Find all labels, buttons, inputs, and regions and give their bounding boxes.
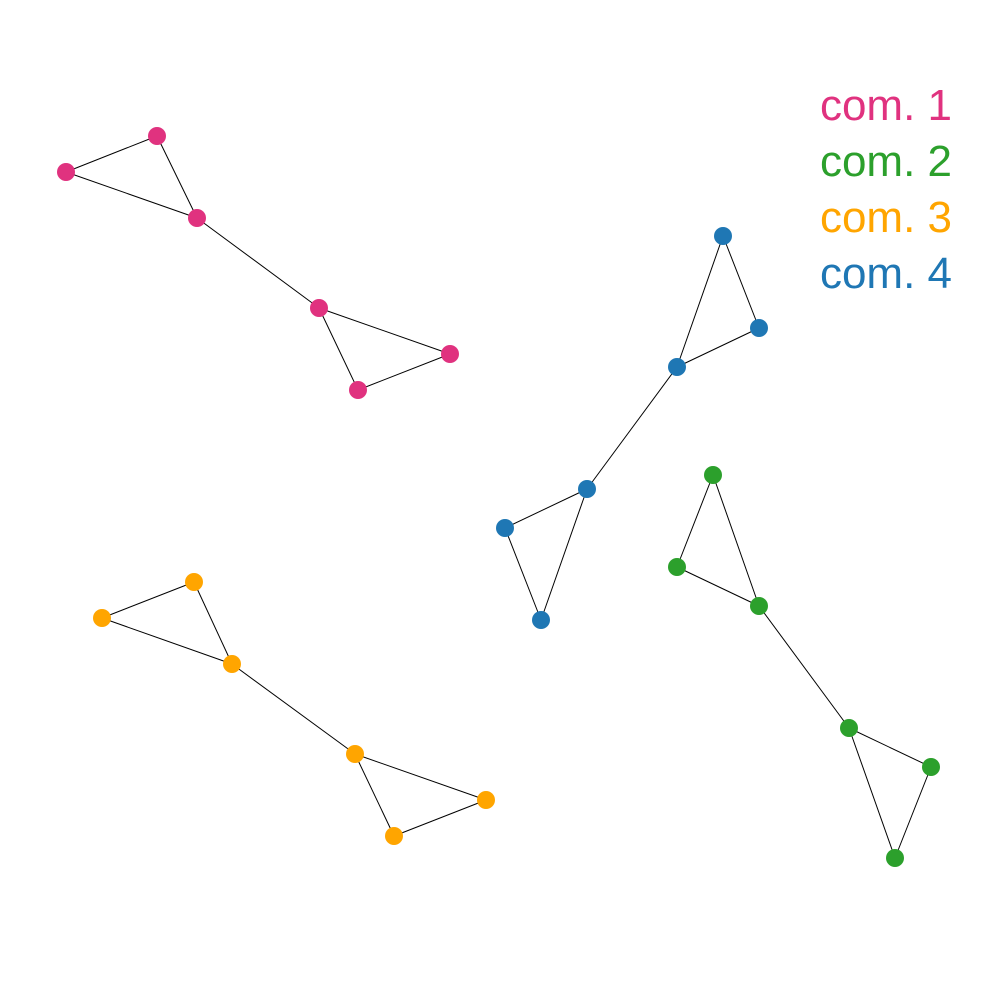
legend: com. 1 com. 2 com. 3 com. 4 (820, 78, 952, 302)
edge-com-2-2b-2c (676, 566, 760, 607)
node-com-4-4b (750, 319, 768, 337)
edge-com-4-4c-4d (586, 366, 678, 490)
edge-com-2-2e-2f (894, 766, 932, 859)
edge-com-2-2d-2e (848, 727, 932, 768)
node-com-4-4c (668, 358, 686, 376)
edge-com-4-4d-4f (540, 488, 588, 621)
node-com-4-4a (714, 227, 732, 245)
node-com-1-1c (188, 209, 206, 227)
nodes-layer (57, 127, 940, 867)
edge-com-4-4a-4b (722, 235, 760, 329)
edge-com-4-4b-4c (676, 327, 760, 368)
legend-item-com-2: com. 2 (819, 137, 952, 186)
edge-com-2-2a-2b (676, 474, 714, 568)
edge-com-2-2a-2c (712, 474, 760, 607)
node-com-2-2e (922, 758, 940, 776)
node-com-3-3d (346, 745, 364, 763)
edge-com-4-4e-4f (504, 527, 542, 621)
edge-com-2-2d-2f (848, 727, 896, 859)
edge-com-1-1b-1c (65, 171, 198, 219)
node-com-3-3e (477, 791, 495, 809)
edge-com-1-1d-1f (318, 307, 359, 391)
edge-com-1-1c-1d (196, 217, 320, 309)
node-com-1-1e (441, 345, 459, 363)
node-com-3-3a (185, 573, 203, 591)
node-com-4-4f (532, 611, 550, 629)
node-com-2-2c (750, 597, 768, 615)
edge-com-3-3e-3f (393, 799, 487, 837)
edge-com-1-1a-1b (65, 135, 158, 173)
legend-item-com-1: com. 1 (819, 81, 952, 130)
node-com-4-4d (578, 480, 596, 498)
edge-com-4-4a-4c (676, 235, 724, 368)
node-com-3-3f (385, 827, 403, 845)
node-com-4-4e (496, 519, 514, 537)
edge-com-3-3b-3c (101, 617, 233, 665)
node-com-2-2a (704, 466, 722, 484)
node-com-2-2b (668, 558, 686, 576)
edge-com-2-2c-2d (758, 605, 850, 729)
edge-com-3-3c-3d (231, 663, 356, 755)
edge-com-1-1e-1f (357, 353, 451, 391)
edge-com-3-3d-3f (354, 753, 395, 837)
node-com-2-2f (886, 849, 904, 867)
node-com-1-1d (310, 299, 328, 317)
node-com-2-2d (840, 719, 858, 737)
node-com-3-3c (223, 655, 241, 673)
node-com-3-3b (93, 609, 111, 627)
edges-layer (65, 135, 932, 859)
node-com-1-1f (349, 381, 367, 399)
legend-item-com-4: com. 4 (819, 249, 952, 298)
edge-com-4-4d-4e (504, 488, 588, 529)
edge-com-3-3a-3b (101, 581, 195, 619)
node-com-1-1b (57, 163, 75, 181)
legend-item-com-3: com. 3 (819, 193, 952, 242)
edge-com-3-3d-3e (354, 753, 487, 801)
edge-com-3-3a-3c (193, 581, 233, 665)
edge-com-1-1a-1c (156, 135, 198, 219)
node-com-1-1a (148, 127, 166, 145)
edge-com-1-1d-1e (318, 307, 451, 355)
